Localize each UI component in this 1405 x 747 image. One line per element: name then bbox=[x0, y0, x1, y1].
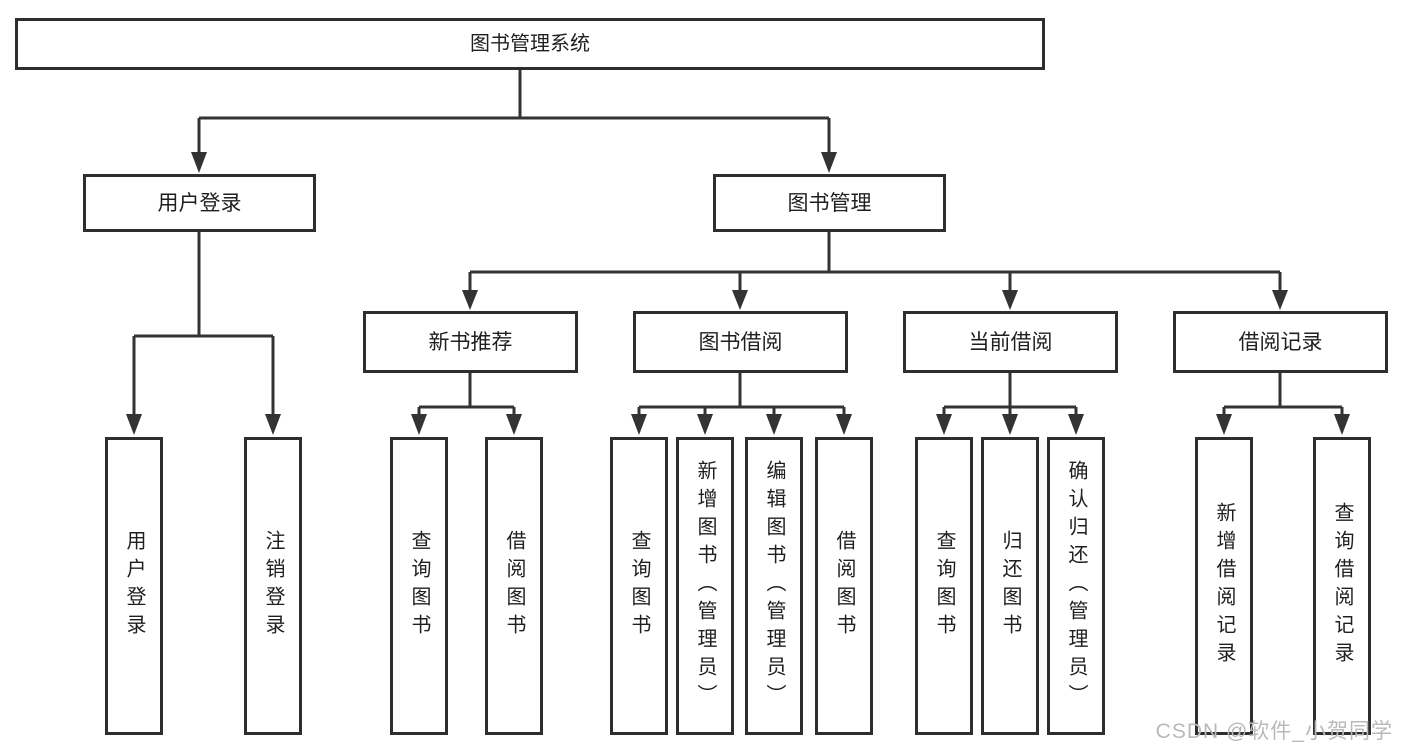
connector-recommend-to-leaves bbox=[411, 373, 522, 435]
leaf-query-books-recommend: 查询图书 bbox=[390, 437, 448, 735]
connector-current-to-leaves bbox=[936, 373, 1084, 435]
leaf-confirm-return-admin: 确认归还（管理员） bbox=[1047, 437, 1105, 735]
leaf-borrow-books-recommend: 借阅图书 bbox=[485, 437, 543, 735]
leaf-edit-book-admin: 编辑图书（管理员） bbox=[745, 437, 803, 735]
node-user-login: 用户登录 bbox=[83, 174, 316, 232]
node-library-system: 图书管理系统 bbox=[15, 18, 1045, 70]
leaf-query-borrow-record: 查询借阅记录 bbox=[1313, 437, 1371, 735]
node-new-book-recommend: 新书推荐 bbox=[363, 311, 578, 373]
node-current-borrow: 当前借阅 bbox=[903, 311, 1118, 373]
node-book-management: 图书管理 bbox=[713, 174, 946, 232]
connector-book-manage-to-level3 bbox=[462, 232, 1288, 310]
connector-records-to-leaves bbox=[1216, 373, 1350, 435]
leaf-add-book-admin: 新增图书（管理员） bbox=[676, 437, 734, 735]
connector-user-login-to-leaves bbox=[126, 232, 281, 435]
leaf-return-book: 归还图书 bbox=[981, 437, 1039, 735]
leaf-query-books-borrow: 查询图书 bbox=[610, 437, 668, 735]
leaf-add-borrow-record: 新增借阅记录 bbox=[1195, 437, 1253, 735]
connector-root-to-level2 bbox=[191, 70, 837, 173]
leaf-borrow-books: 借阅图书 bbox=[815, 437, 873, 735]
node-book-borrow: 图书借阅 bbox=[633, 311, 848, 373]
leaf-user-login: 用户登录 bbox=[105, 437, 163, 735]
leaf-query-books-current: 查询图书 bbox=[915, 437, 973, 735]
node-borrow-records: 借阅记录 bbox=[1173, 311, 1388, 373]
connector-borrow-to-leaves bbox=[631, 373, 852, 435]
leaf-logout: 注销登录 bbox=[244, 437, 302, 735]
